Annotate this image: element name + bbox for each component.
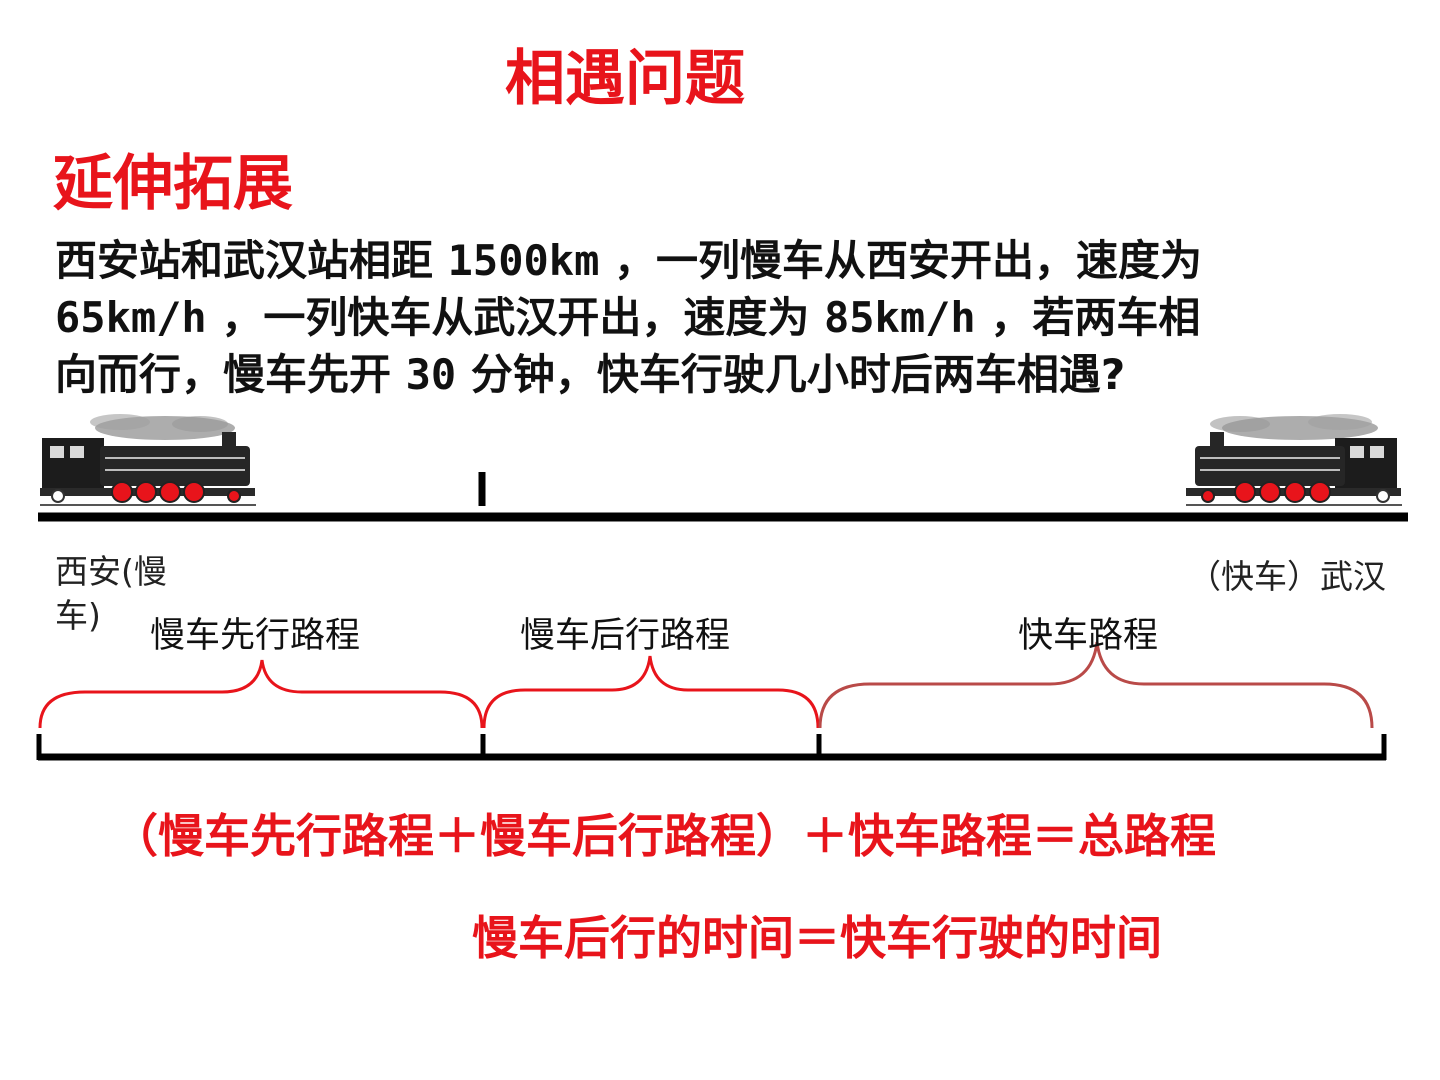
segment-label-slow-first: 慢车先行路程	[150, 616, 361, 656]
formula-equal-time: 慢车后行的时间＝快车行驶的时间	[472, 911, 1162, 965]
brace-slow-after	[482, 655, 820, 729]
slide-title: 相遇问题	[505, 44, 745, 114]
segment-label-fast: 快车路程	[1018, 616, 1159, 656]
section-heading: 延伸拓展	[53, 149, 293, 219]
steam-locomotive-icon	[40, 414, 256, 506]
problem-text: ，一列慢车从西安开出，速度为	[613, 236, 1202, 285]
brace-fast	[818, 641, 1374, 729]
station-label-wuhan: （快车）武汉	[1188, 557, 1386, 596]
slow-speed-value: 65km/h	[55, 293, 207, 342]
fast-speed-value: 85km/h	[823, 293, 976, 342]
problem-text: 西安站和武汉站相距	[55, 236, 434, 285]
problem-text: 向而行，慢车先开	[55, 350, 392, 399]
distance-value: 1500km	[447, 236, 600, 285]
problem-text: ，一列快车从武汉开出，速度为	[221, 293, 810, 342]
problem-statement: 西安站和武汉站相距 1500km ，一列慢车从西安开出，速度为 65km/h ，…	[55, 232, 1385, 403]
steam-locomotive-icon	[1186, 414, 1402, 506]
formula-total-distance: （慢车先行路程＋慢车后行路程）＋快车路程＝总路程	[112, 809, 1216, 863]
problem-text: ，若两车相	[990, 293, 1201, 342]
brace-slow-first	[38, 659, 484, 729]
problem-text: 分钟，快车行驶几小时后两车相遇?	[470, 350, 1126, 399]
head-start-value: 30	[405, 350, 457, 399]
segment-label-slow-after: 慢车后行路程	[520, 616, 731, 656]
station-label-xian: 西安(慢车)	[55, 552, 167, 635]
